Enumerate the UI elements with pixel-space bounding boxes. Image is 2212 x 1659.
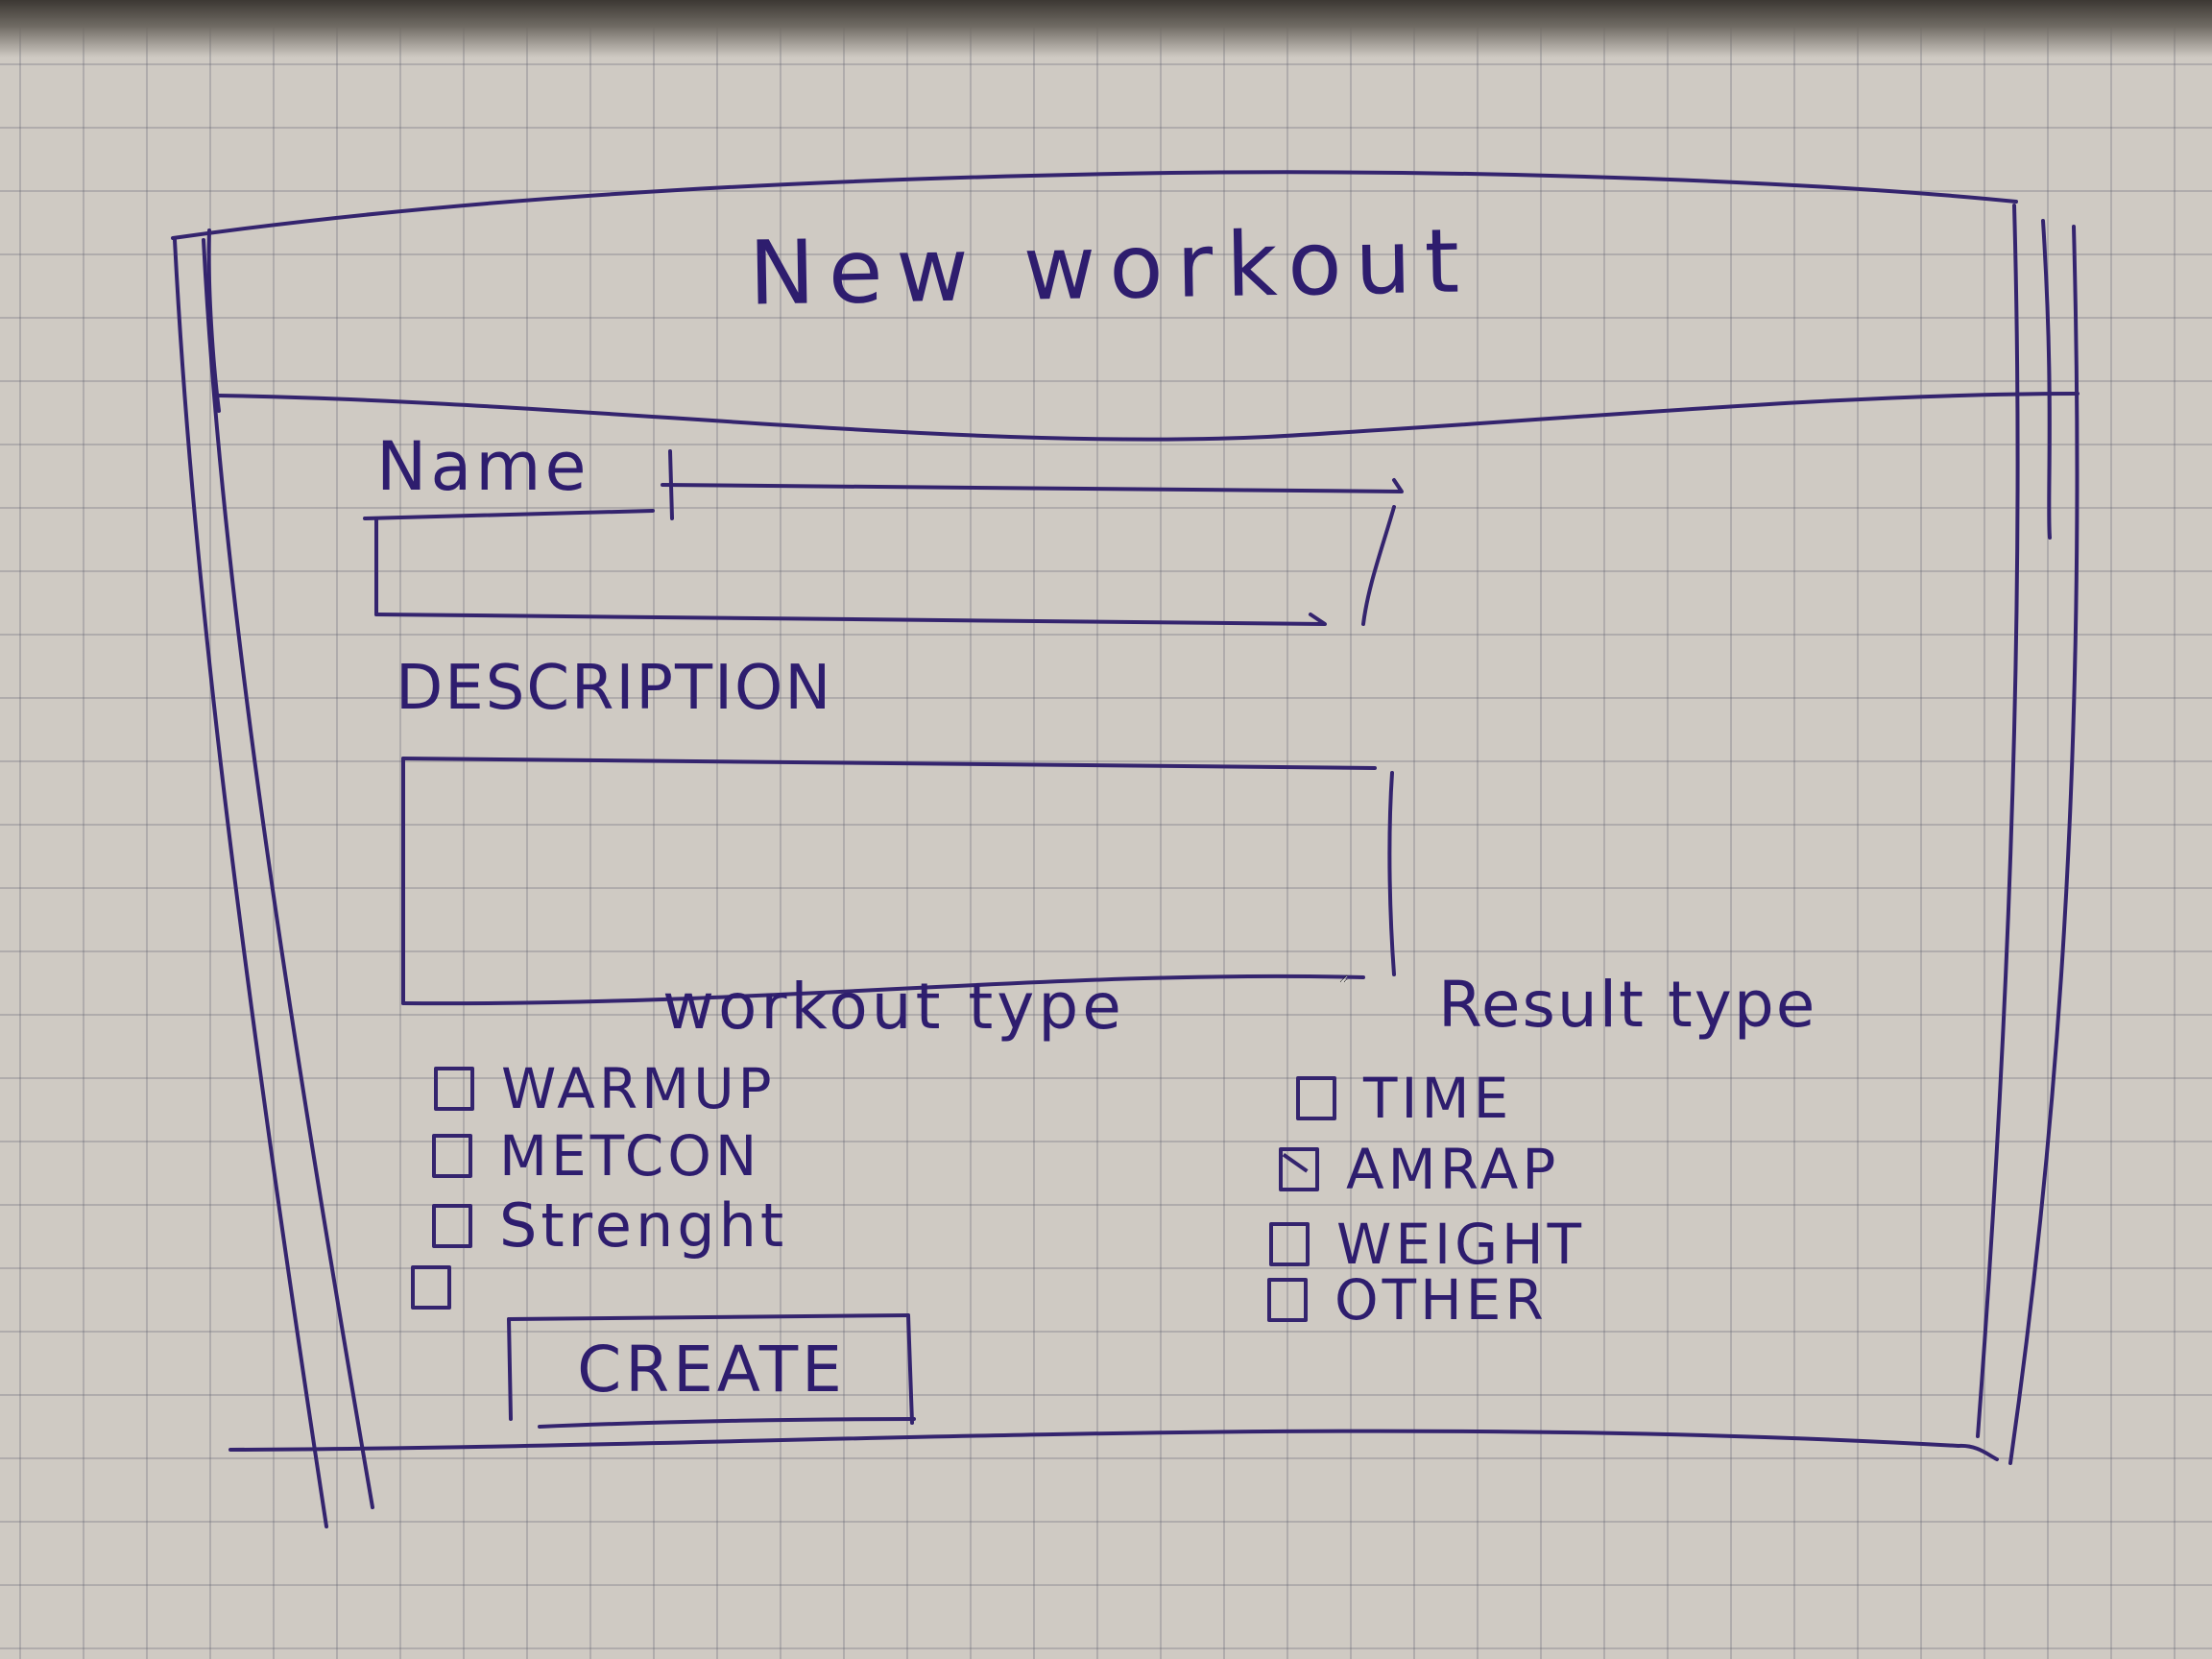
create-button-right <box>906 1313 914 1425</box>
description-input-top <box>401 757 1377 770</box>
create-button-top <box>507 1313 910 1321</box>
option-label-warmup: WARMUP <box>501 1056 776 1121</box>
option-label-other: OTHER <box>1334 1267 1548 1333</box>
checkbox-time[interactable] <box>1296 1076 1336 1120</box>
workout-type-option-metcon[interactable]: METCON <box>432 1123 760 1189</box>
result-type-label: Result type <box>1438 968 1817 1042</box>
dialog-title: New workout <box>748 209 1474 325</box>
workout-type-label: workout type <box>662 970 1125 1044</box>
name-cursor <box>668 449 674 520</box>
result-type-option-weight[interactable]: WEIGHT <box>1269 1212 1585 1277</box>
workout-type-option-blank[interactable] <box>411 1265 478 1310</box>
result-type-option-time[interactable]: TIME <box>1296 1066 1512 1131</box>
checkbox-metcon[interactable] <box>432 1134 472 1178</box>
option-label-amrap: AMRAP <box>1346 1137 1560 1202</box>
window-bottom-edge <box>228 1429 1960 1452</box>
create-button-bottom <box>538 1417 916 1429</box>
window-bottom-corner <box>1957 1443 1999 1461</box>
option-label-weight: WEIGHT <box>1336 1212 1586 1277</box>
window-right-inner-edge <box>2041 219 2052 540</box>
window-left-edge <box>173 238 328 1528</box>
description-textarea[interactable] <box>403 768 1348 983</box>
window-top-edge <box>171 170 2018 240</box>
checkbox-weight[interactable] <box>1269 1222 1310 1266</box>
header-divider <box>217 392 2080 442</box>
result-type-option-other[interactable]: OTHER <box>1267 1267 1548 1333</box>
checkbox-amrap[interactable] <box>1279 1147 1319 1191</box>
workout-type-option-warmup[interactable]: WARMUP <box>434 1056 776 1121</box>
option-label-strenght: Strenght <box>499 1190 788 1261</box>
option-label-time: TIME <box>1363 1066 1513 1131</box>
name-label: Name <box>376 427 590 506</box>
window-right-edge <box>1976 204 2020 1438</box>
result-type-option-amrap[interactable]: AMRAP <box>1279 1137 1559 1202</box>
window-left-outer-edge <box>206 228 221 413</box>
workout-type-option-strenght[interactable]: Strenght <box>432 1190 787 1261</box>
name-input-bottom <box>374 613 1327 626</box>
create-button-left <box>507 1317 513 1421</box>
description-input-right <box>1387 771 1396 976</box>
checkbox-other[interactable] <box>1267 1278 1308 1322</box>
checkbox-blank[interactable] <box>411 1265 451 1310</box>
create-button[interactable]: CREATE <box>515 1319 908 1419</box>
name-input-right <box>1361 505 1396 626</box>
name-label-underline <box>363 509 655 520</box>
window-left-inner-edge <box>202 238 374 1509</box>
name-input-top <box>661 478 1404 493</box>
description-label: DESCRIPTION <box>396 653 833 724</box>
name-input[interactable] <box>384 523 1310 612</box>
paper-edge-shadow <box>0 0 2212 58</box>
window-right-scroll-edge <box>2008 225 2080 1465</box>
checkbox-strenght[interactable] <box>432 1203 472 1248</box>
checkbox-warmup[interactable] <box>434 1067 474 1111</box>
option-label-metcon: METCON <box>499 1123 761 1189</box>
